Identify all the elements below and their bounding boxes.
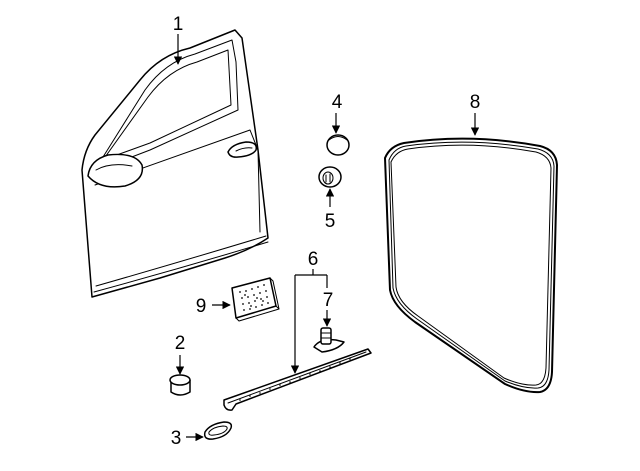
cap-part bbox=[169, 374, 191, 396]
leader-lines bbox=[173, 34, 480, 442]
grommet-part bbox=[318, 166, 342, 188]
callout-1: 1 bbox=[173, 14, 184, 35]
callout-numbers: 1 4 5 8 6 7 9 2 3 bbox=[171, 14, 481, 449]
seal-part bbox=[203, 421, 233, 440]
callout-7: 7 bbox=[323, 290, 334, 311]
callout-4: 4 bbox=[332, 92, 343, 113]
door-weatherstrip bbox=[384, 137, 558, 394]
callout-3: 3 bbox=[171, 428, 182, 449]
callout-6: 6 bbox=[308, 249, 319, 270]
plug-part bbox=[326, 134, 350, 156]
sound-pad bbox=[231, 277, 280, 322]
callout-9: 9 bbox=[196, 296, 207, 317]
molding-strip-texture bbox=[239, 358, 351, 401]
molding-clip bbox=[313, 327, 345, 353]
callout-8: 8 bbox=[470, 92, 481, 113]
callout-5: 5 bbox=[325, 211, 336, 232]
door-molding-strip bbox=[223, 348, 372, 411]
sound-pad-texture bbox=[239, 284, 269, 311]
callout-2: 2 bbox=[175, 333, 186, 354]
leader-6 bbox=[295, 269, 327, 373]
front-door-shell bbox=[81, 29, 269, 298]
